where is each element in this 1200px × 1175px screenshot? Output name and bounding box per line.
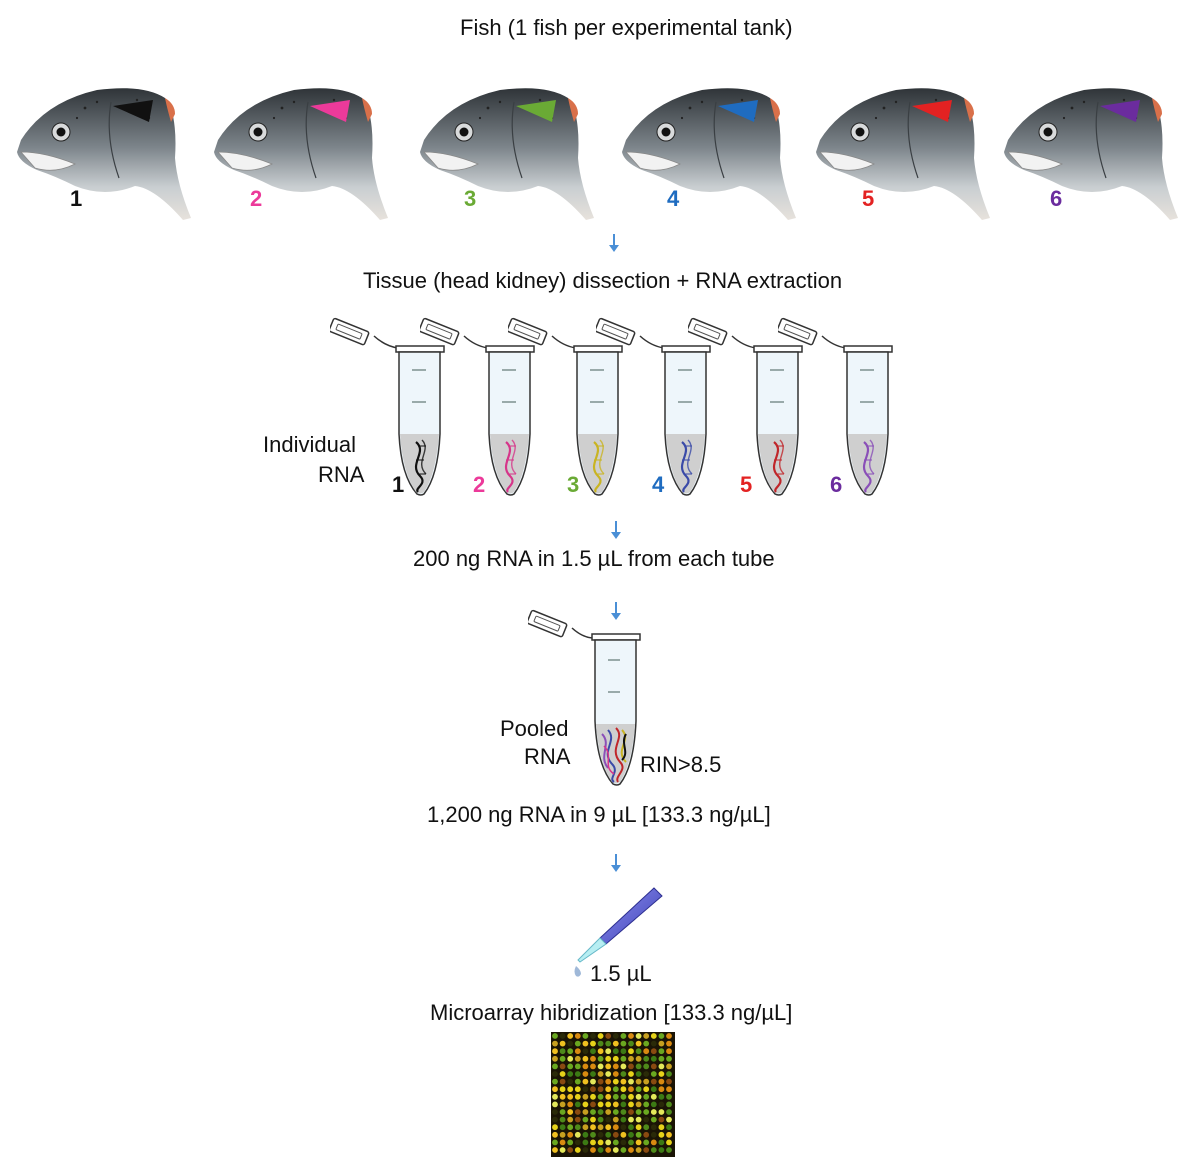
pooled-rna-label-line1: Pooled	[500, 716, 569, 741]
fish-number-label: 6	[1050, 186, 1063, 211]
fish-head-icon	[620, 78, 806, 226]
rna-tube-icon	[508, 304, 628, 500]
pooled-rna-label-line2: RNA	[524, 744, 571, 769]
fish-head-icon	[15, 78, 201, 226]
rna-tube-icon	[420, 304, 540, 500]
fish-head-icon	[418, 78, 604, 226]
pipette-icon	[566, 882, 666, 982]
fish-number-label: 1	[70, 186, 83, 211]
pooled-amount-label: 1,200 ng RNA in 9 µL [133.3 ng/µL]	[427, 802, 771, 827]
tube-number-label: 6	[830, 472, 843, 497]
arrow-down-icon	[609, 602, 623, 622]
microarray-step-label: Microarray hibridization [133.3 ng/µL]	[430, 1000, 793, 1025]
fish-number-label: 4	[667, 186, 680, 211]
rna-tube-icon	[330, 304, 450, 500]
individual-rna-label-line2: RNA	[318, 462, 365, 487]
fish-number-label: 5	[862, 186, 875, 211]
pipette-volume-label: 1.5 µL	[590, 961, 652, 986]
rna-tube-icon	[688, 304, 808, 500]
individual-rna-label-line1: Individual	[263, 432, 356, 457]
tube-number-label: 3	[567, 472, 580, 497]
tube-number-label: 2	[473, 472, 486, 497]
rna-tube-icon	[778, 304, 898, 500]
tube-number-label: 5	[740, 472, 753, 497]
tube-number-label: 1	[392, 472, 405, 497]
fish-head-icon	[814, 78, 1000, 226]
arrow-down-icon	[609, 854, 623, 874]
microarray-image	[551, 1032, 675, 1157]
fish-number-label: 3	[464, 186, 477, 211]
fish-head-icon	[1002, 78, 1188, 226]
dissection-step-label: Tissue (head kidney) dissection + RNA ex…	[363, 268, 843, 293]
arrow-down-icon	[607, 234, 621, 254]
fish-head-icon	[212, 78, 398, 226]
fish-title: Fish (1 fish per experimental tank)	[460, 15, 793, 40]
pooled-rna-tube	[528, 596, 648, 788]
tube-number-label: 4	[652, 472, 665, 497]
aliquot-step-label: 200 ng RNA in 1.5 µL from each tube	[413, 546, 775, 571]
fish-number-label: 2	[250, 186, 263, 211]
rna-tube-icon	[596, 304, 716, 500]
arrow-down-icon	[609, 521, 623, 541]
rin-label: RIN>8.5	[640, 752, 722, 777]
